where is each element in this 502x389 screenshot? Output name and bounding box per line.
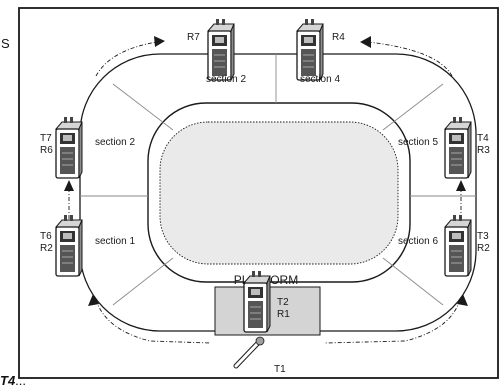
section-label-left-upper: section 2 <box>95 137 135 148</box>
arrowheads <box>64 36 468 306</box>
label-t2: T2 <box>277 297 289 308</box>
section-dividers <box>80 54 476 306</box>
cropped-text-bottom-left: T4... <box>0 373 26 388</box>
label-r1: R1 <box>277 309 290 320</box>
label-r4: R4 <box>332 32 345 43</box>
label-t4: T4 <box>477 133 489 144</box>
label-t6: T6 <box>40 231 52 242</box>
device-r7 <box>207 18 235 81</box>
stadium-outer-ring <box>79 53 477 332</box>
label-t3: T3 <box>477 231 489 242</box>
section-label-right-upper: section 5 <box>398 137 438 148</box>
section-label-top-right: section 4 <box>300 74 340 85</box>
label-r6: R6 <box>40 145 53 156</box>
device-t2-r1 <box>243 270 271 333</box>
cropped-text-left-top: S <box>1 36 10 51</box>
label-r2-left: R2 <box>40 243 53 254</box>
device-t6-r2 <box>55 214 83 277</box>
label-t1: T1 <box>274 364 286 375</box>
device-t3-r2 <box>444 214 472 277</box>
section-label-left-lower: section 1 <box>95 236 135 247</box>
device-t7-r6 <box>55 116 83 179</box>
cropped-label-t4: T4 <box>0 373 16 388</box>
device-t4-r3 <box>444 116 472 179</box>
label-r2-right: R2 <box>477 243 490 254</box>
label-r7: R7 <box>187 32 200 43</box>
device-r4 <box>296 18 324 81</box>
cropped-ellipsis: ... <box>15 373 27 388</box>
label-t7: T7 <box>40 133 52 144</box>
section-label-top-left: section 2 <box>206 74 246 85</box>
inner-field-dotted <box>159 121 399 265</box>
handheld-device <box>233 336 265 369</box>
label-r3: R3 <box>477 145 490 156</box>
section-label-right-lower: section 6 <box>398 236 438 247</box>
